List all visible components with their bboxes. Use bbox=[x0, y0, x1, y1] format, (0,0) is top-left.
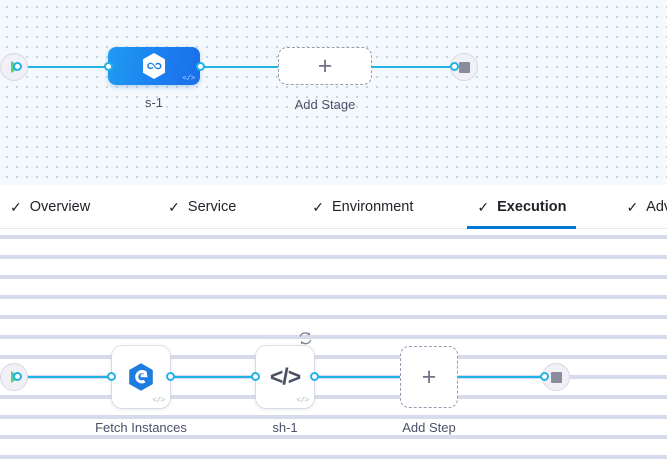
edge-add-stage-to-end bbox=[368, 66, 458, 68]
harness-logo-icon bbox=[129, 363, 153, 391]
add-step-label: Add Step bbox=[402, 420, 456, 435]
code-icon: </> bbox=[152, 397, 165, 405]
check-icon: ✓ bbox=[312, 198, 324, 215]
code-icon: </> bbox=[296, 397, 309, 405]
code-brackets-icon: </> bbox=[269, 363, 301, 390]
stop-icon bbox=[458, 61, 470, 73]
sh1-input-port[interactable] bbox=[251, 372, 260, 381]
step-node-sh-1-label: sh-1 bbox=[272, 420, 298, 435]
check-icon: ✓ bbox=[10, 198, 22, 215]
loop-icon bbox=[299, 332, 312, 345]
edge-s1-to-add-stage bbox=[200, 66, 282, 68]
add-stage-button[interactable]: + bbox=[278, 47, 372, 85]
step-node-sh-1[interactable]: </> </> bbox=[256, 332, 314, 408]
tab-execution[interactable]: ✓ Execution bbox=[467, 185, 577, 229]
add-stage-label: Add Stage bbox=[294, 97, 356, 112]
edge-sh1-to-add-step bbox=[314, 376, 400, 378]
check-icon: ✓ bbox=[168, 198, 180, 215]
tab-service-label: Service bbox=[187, 198, 237, 215]
plus-icon: + bbox=[421, 362, 437, 391]
fetch-input-port[interactable] bbox=[107, 372, 116, 381]
edge-add-step-to-end bbox=[458, 376, 546, 378]
step-end-input-port[interactable] bbox=[540, 372, 549, 381]
end-input-port[interactable] bbox=[450, 62, 459, 71]
tab-overview[interactable]: ✓ Overview bbox=[0, 185, 100, 228]
sh1-output-port[interactable] bbox=[310, 372, 319, 381]
tab-service[interactable]: ✓ Service bbox=[158, 185, 246, 228]
stage-graph-canvas[interactable]: </> s-1 + Add Stage bbox=[0, 0, 667, 185]
tab-environment[interactable]: ✓ Environment bbox=[302, 185, 423, 228]
stage-node-s-1[interactable]: </> bbox=[108, 47, 200, 85]
hexagon-infinity-icon bbox=[143, 53, 165, 79]
plus-icon: + bbox=[317, 51, 333, 80]
code-icon: </> bbox=[182, 75, 195, 83]
stage-node-s-1-label: s-1 bbox=[144, 95, 164, 110]
step-graph-canvas[interactable]: </> Fetch Instances </> </> sh-1 + Add S… bbox=[0, 229, 667, 475]
tab-environment-label: Environment bbox=[332, 198, 414, 215]
step-node-fetch-instances[interactable]: </> bbox=[112, 346, 170, 408]
tab-advanced-label: Advanced bbox=[646, 198, 667, 215]
s1-input-port[interactable] bbox=[104, 62, 113, 71]
tab-overview-label: Overview bbox=[29, 198, 91, 215]
edge-start-to-s1 bbox=[16, 66, 111, 68]
fetch-output-port[interactable] bbox=[166, 372, 175, 381]
pipeline-stage-tabs: ✓ Overview ✓ Service ✓ Environment ✓ Exe… bbox=[0, 185, 667, 229]
check-icon: ✓ bbox=[477, 198, 490, 215]
start-output-port[interactable] bbox=[13, 62, 22, 71]
edge-fetch-to-sh1 bbox=[170, 376, 256, 378]
tab-advanced[interactable]: ✓ Advanced bbox=[616, 185, 667, 228]
tab-execution-label: Execution bbox=[497, 198, 567, 215]
stop-icon bbox=[550, 371, 562, 383]
s1-output-port[interactable] bbox=[196, 62, 205, 71]
step-node-fetch-instances-label: Fetch Instances bbox=[95, 420, 187, 435]
step-start-output-port[interactable] bbox=[13, 372, 22, 381]
check-icon: ✓ bbox=[626, 198, 639, 215]
edge-start-to-fetch bbox=[16, 376, 112, 378]
add-step-button[interactable]: + bbox=[400, 346, 458, 408]
